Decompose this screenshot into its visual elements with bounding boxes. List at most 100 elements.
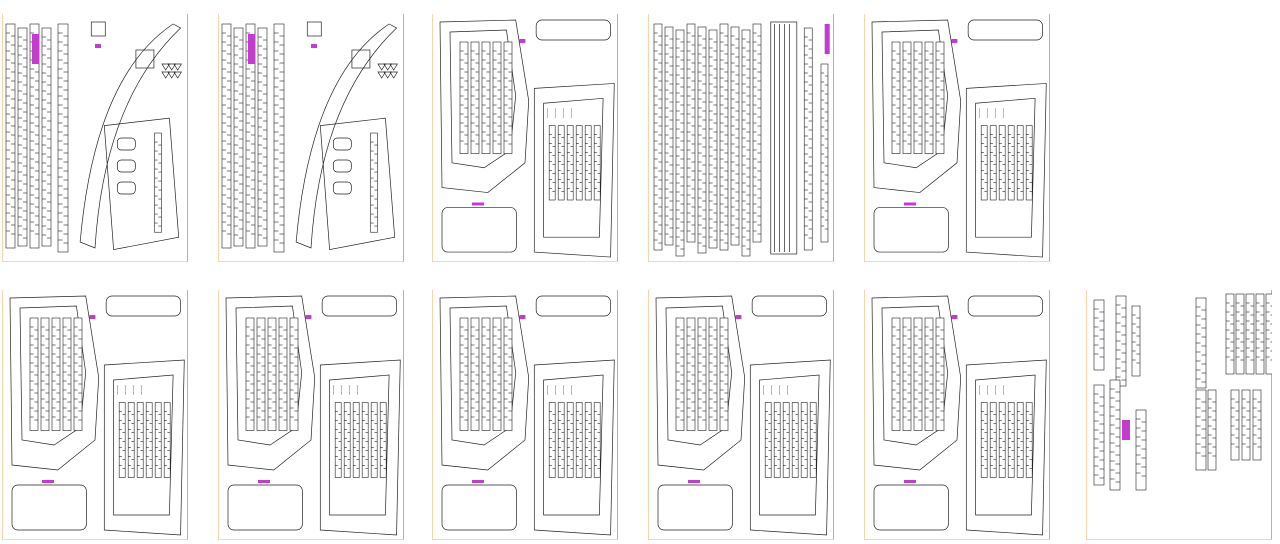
cut-parts [871, 295, 1047, 536]
rib-strip [675, 317, 685, 431]
long-plate [770, 21, 798, 255]
sheet-drawing [648, 14, 834, 262]
engrave-label-mark [311, 44, 317, 48]
cut-parts [871, 19, 1047, 258]
triangle-gusset [389, 63, 399, 71]
triangle-gusset [161, 71, 171, 79]
long-rib-strip [708, 29, 718, 249]
engrave-label-mark [305, 315, 312, 319]
rib-strip [233, 27, 244, 247]
rib-strip [593, 125, 601, 201]
engrave-label-mark [89, 315, 96, 319]
engrave-label-mark [735, 315, 742, 319]
side-plate [533, 359, 615, 536]
rib-strip [145, 402, 153, 478]
side-plate-inner [975, 374, 1036, 516]
cut-sheet [432, 14, 618, 262]
cut-parts [1093, 293, 1272, 491]
rib-strip [221, 23, 232, 249]
outer-frame [439, 19, 530, 193]
rib-strip [584, 125, 592, 201]
square-plate [351, 49, 371, 69]
cover-plate [105, 295, 181, 317]
base-plate [441, 207, 517, 253]
rib-strip [935, 317, 945, 431]
rib-strip [370, 132, 378, 233]
rib-strip [1230, 389, 1240, 461]
sheet-drawing [864, 290, 1050, 540]
rib-strip [278, 317, 288, 431]
rib-strip [41, 27, 52, 247]
lightening-hole [332, 137, 352, 151]
rib-strip [352, 402, 360, 478]
rib-strip [379, 402, 387, 478]
cover-plate [535, 19, 611, 41]
rib-strip [1093, 384, 1105, 486]
rib-strip [593, 402, 601, 478]
rib-strip [267, 317, 277, 431]
cut-sheet [864, 14, 1050, 262]
rib-strip [998, 402, 1006, 478]
engrave-label-mark [95, 44, 101, 48]
rib-strip [503, 317, 513, 431]
cut-parts [439, 19, 615, 258]
engrave-label-mark [951, 315, 958, 319]
rib-strip [548, 125, 556, 201]
outer-frame [655, 295, 746, 471]
rib-strip [1265, 293, 1272, 375]
rib-strip [492, 317, 502, 431]
rib-strip [924, 317, 934, 431]
cut-sheet [648, 14, 834, 262]
triangle-gusset [383, 63, 393, 71]
rib-strip [1235, 293, 1245, 375]
rib-strip [1225, 293, 1235, 375]
triangle-gusset [383, 71, 393, 79]
base-plate [873, 207, 949, 253]
rib-strip [459, 317, 469, 431]
rib-strip [800, 402, 808, 478]
rib-strip [924, 41, 934, 154]
rib-strip [1025, 402, 1033, 478]
rib-strip [1115, 295, 1127, 387]
rib-strip [118, 402, 126, 478]
sheet-drawing [2, 290, 188, 540]
rib-strip [370, 402, 378, 478]
rib-strip [289, 317, 299, 431]
side-plate [965, 83, 1047, 258]
cut-sheet [2, 14, 188, 262]
side-plate-inner [543, 374, 604, 516]
rib-strip [557, 125, 565, 201]
rib-strip [470, 317, 480, 431]
rib-strip [708, 317, 718, 431]
lightening-hole [332, 181, 352, 195]
rib-strip [51, 317, 61, 431]
engrave-label-mark [258, 480, 270, 483]
rib-strip [245, 317, 255, 431]
sheet-drawing [432, 14, 618, 262]
triangle-gusset [377, 71, 387, 79]
cover-plate [967, 19, 1043, 41]
rib-strip [891, 41, 901, 154]
rib-strip [40, 317, 50, 431]
engrave-label-mark [472, 202, 484, 206]
triangle-gusset [161, 63, 171, 71]
long-rib-strip [664, 26, 674, 246]
triangle-gusset [389, 71, 399, 79]
square-plate [135, 49, 155, 69]
rib-strip [5, 23, 16, 249]
rib-strip [998, 125, 1006, 201]
rib-strip [1207, 389, 1217, 471]
cut-sheet [864, 290, 1050, 540]
engrave-label-mark [904, 202, 916, 206]
long-rib-strip [653, 23, 663, 251]
rib-strip [257, 27, 268, 247]
cut-sheet [432, 290, 618, 540]
long-rib-strip [697, 26, 707, 254]
sheet-drawing [648, 290, 834, 540]
engrave-label-mark [472, 480, 484, 483]
rib-strip [989, 125, 997, 201]
long-rib-strip [803, 27, 813, 251]
long-rib-strip [719, 23, 729, 251]
rib-strip [989, 402, 997, 478]
base-plate [11, 484, 87, 531]
